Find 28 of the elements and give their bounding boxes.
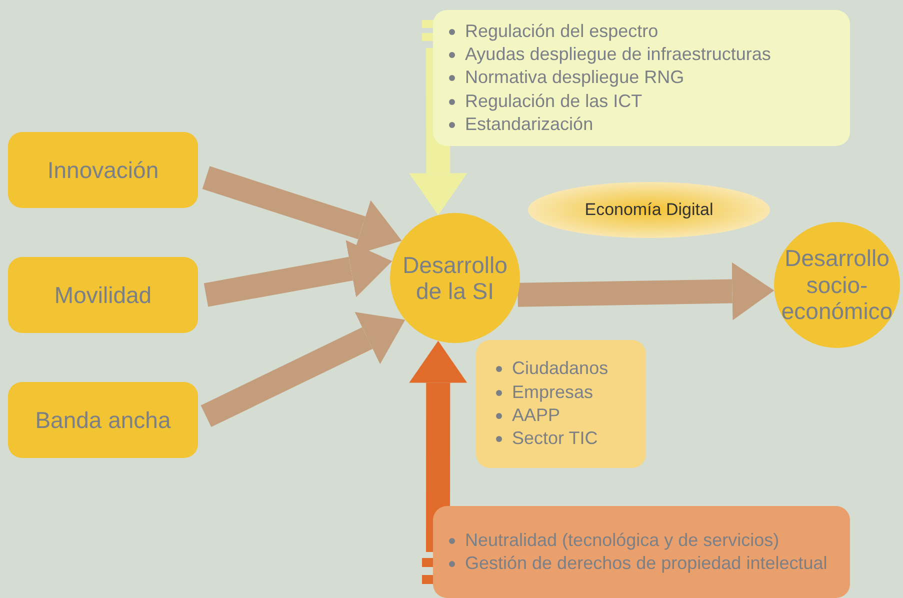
node-label: Desarrollo de la SI (402, 252, 508, 304)
block-arrow (409, 340, 468, 552)
topic-box (8, 257, 198, 333)
topic-box (8, 382, 198, 458)
block-arrow (204, 240, 392, 307)
node-label: Economía Digital (584, 199, 714, 222)
bullet-item: Estandarización (465, 113, 594, 136)
bullet-item: Sector TIC (512, 427, 598, 450)
bullet-item: Regulación de las ICT (465, 90, 642, 113)
bullet-item: Neutralidad (tecnológica y de servicios) (465, 528, 780, 552)
bullet-item: Ciudadanos (512, 357, 608, 380)
topic-box (8, 132, 198, 208)
block-arrow (409, 48, 468, 216)
block-arrow (518, 262, 774, 320)
node-label: Banda ancha (35, 406, 171, 434)
policy-list-box (433, 10, 850, 146)
principle-list-box (433, 506, 850, 598)
bullet-item: Empresas (512, 380, 594, 404)
bullet-item: Normativa despliegue RNG (465, 66, 684, 90)
bullet-item: Regulación del espectro (465, 20, 658, 43)
actor-list-box (476, 340, 646, 468)
bullet-item: AAPP (512, 404, 560, 427)
node-label: Innovación (47, 156, 159, 184)
bullet-item: Ayudas despliegue de infraestructuras (465, 42, 771, 66)
node-label: Movilidad (54, 280, 152, 310)
node-label: Desarrollo socio-económico (780, 245, 894, 325)
bullet-item: Gestión de derechos de propiedad intelectual (465, 552, 828, 575)
block-arrow (200, 312, 406, 427)
